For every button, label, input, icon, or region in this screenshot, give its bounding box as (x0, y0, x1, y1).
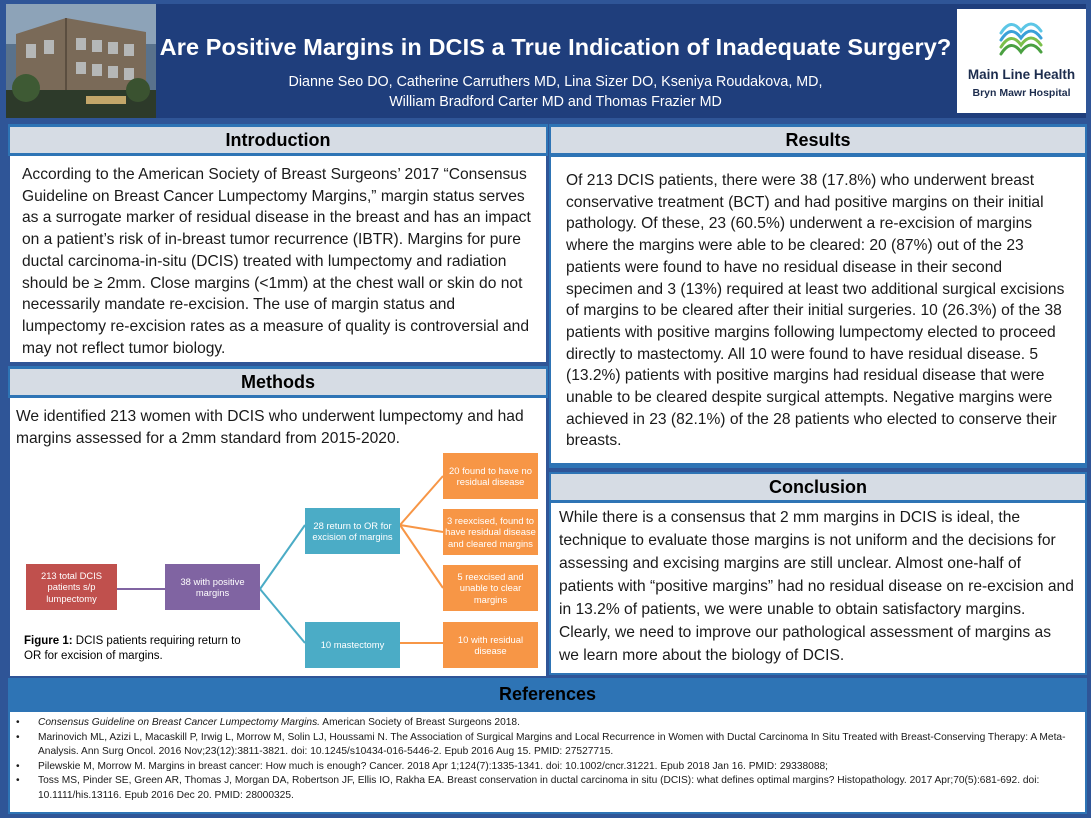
references-heading: References (10, 681, 1085, 709)
building-photo-illustration (6, 4, 156, 118)
methods-text: We identified 213 women with DCIS who un… (16, 408, 524, 447)
authors-line-2: William Bradford Carter MD and Thomas Fr… (389, 94, 722, 110)
building-photo (6, 4, 156, 118)
hospital-logo: Main Line Health Bryn Mawr Hospital (957, 9, 1086, 113)
main-line-health-logo-icon (999, 22, 1043, 56)
reference-item: Pilewskie M, Morrow M. Margins in breast… (10, 760, 1077, 775)
flow-total-patients: 213 total DCIS patients s/p lumpectomy (26, 564, 117, 610)
conclusion-panel: While there is a consensus that 2 mm mar… (551, 503, 1085, 673)
logo-subtitle: Bryn Mawr Hospital (972, 87, 1071, 99)
conclusion-heading: Conclusion (551, 474, 1085, 500)
figure-caption-text: DCIS patients requiring return to OR for… (24, 635, 241, 662)
results-heading: Results (551, 127, 1085, 153)
introduction-text: According to the American Society of Bre… (22, 166, 531, 357)
flowchart-connectors (117, 475, 444, 644)
flow-unable-to-clear: 5 reexcised and unable to clear margins (443, 565, 538, 611)
poster-header: Are Positive Margins in DCIS a True Indi… (6, 4, 1086, 118)
methods-heading: Methods (10, 369, 546, 395)
flow-return-to-or: 28 return to OR for excision of margins (305, 508, 400, 554)
results-text: Of 213 DCIS patients, there were 38 (17.… (566, 172, 1065, 450)
flow-positive-margins: 38 with positive margins (165, 564, 260, 610)
reference-1-source: American Society of Breast Surgeons 2018… (320, 717, 520, 728)
figure-label: Figure 1: (24, 635, 73, 647)
flow-no-residual: 20 found to have no residual disease (443, 453, 538, 499)
reference-item: Marinovich ML, Azizi L, Macaskill P, Irw… (10, 731, 1077, 760)
authors-line-1: Dianne Seo DO, Catherine Carruthers MD, … (288, 74, 823, 90)
reference-item: Consensus Guideline on Breast Cancer Lum… (10, 716, 1077, 731)
reference-item: Toss MS, Pinder SE, Green AR, Thomas J, … (10, 774, 1077, 803)
references-list: Consensus Guideline on Breast Cancer Lum… (10, 716, 1077, 804)
flow-mastectomy: 10 mastectomy (305, 622, 400, 668)
methods-panel: We identified 213 women with DCIS who un… (10, 398, 546, 676)
conclusion-text: While there is a consensus that 2 mm mar… (559, 509, 1074, 664)
flow-reexcised-cleared: 3 reexcised, found to have residual dise… (443, 509, 538, 555)
figure-caption: Figure 1: DCIS patients requiring return… (24, 634, 254, 664)
introduction-panel: According to the American Society of Bre… (10, 156, 546, 362)
flow-with-residual: 10 with residual disease (443, 622, 538, 668)
poster-authors: Dianne Seo DO, Catherine Carruthers MD, … (158, 72, 953, 112)
results-panel: Of 213 DCIS patients, there were 38 (17.… (551, 157, 1085, 463)
introduction-heading: Introduction (10, 127, 546, 153)
references-panel: Consensus Guideline on Breast Cancer Lum… (10, 712, 1085, 812)
poster-title: Are Positive Margins in DCIS a True Indi… (159, 34, 952, 60)
logo-name: Main Line Health (967, 67, 1076, 82)
reference-1-title: Consensus Guideline on Breast Cancer Lum… (38, 717, 320, 728)
